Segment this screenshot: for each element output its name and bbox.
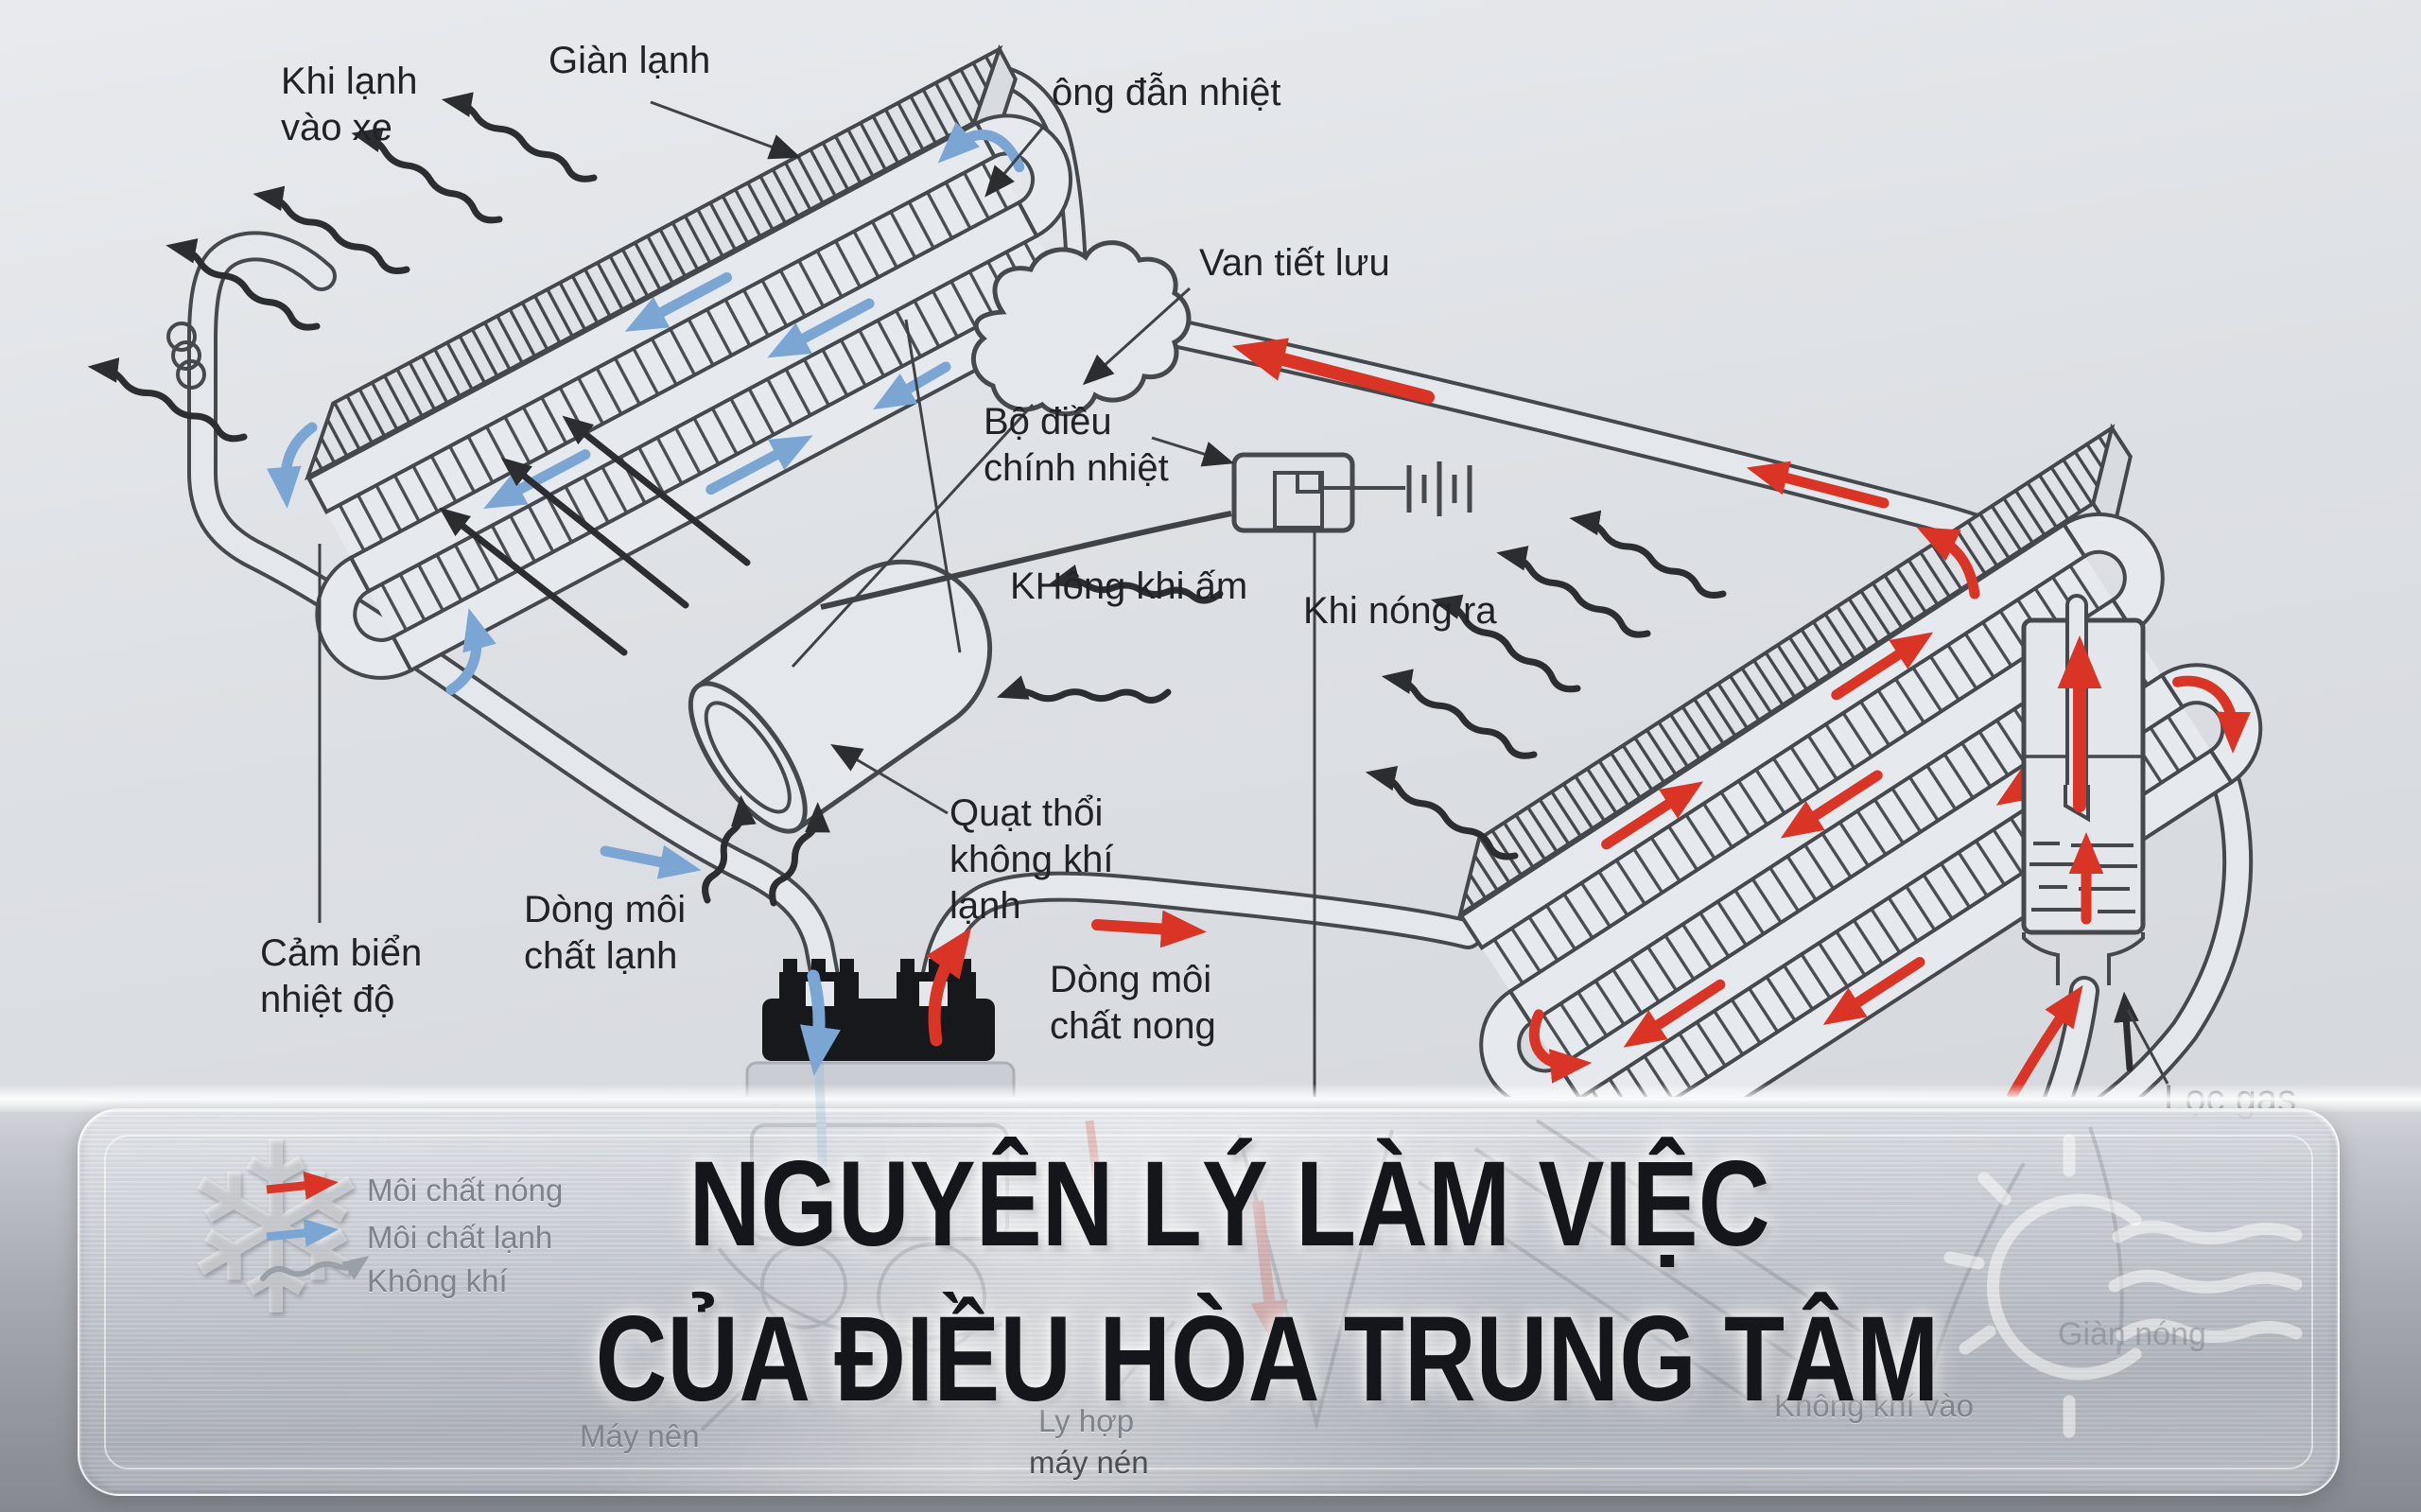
drier-pointer-arrow bbox=[2113, 991, 2139, 1072]
sensing-line-2 bbox=[904, 319, 962, 653]
legend-red-arrow bbox=[266, 1171, 339, 1200]
cold-refrigerant-arrows bbox=[445, 121, 1025, 695]
legend-cold-refrigerant: Môi chất lạnh bbox=[367, 1220, 553, 1255]
label-clutch-line1: Ly hợp bbox=[1038, 1403, 1135, 1438]
main-title-line1: NGUYÊN LÝ LÀM VIỆC bbox=[688, 1137, 1770, 1272]
cold-exit-arrow bbox=[267, 422, 318, 509]
through-coil-arrows bbox=[439, 415, 751, 656]
label-compressor: Máy nên bbox=[580, 1418, 700, 1453]
valve-out-blue-arrow bbox=[873, 361, 951, 410]
sun-wind-icon bbox=[1943, 1134, 2303, 1438]
sensing-line-1 bbox=[791, 403, 1035, 669]
capillary-wire bbox=[820, 511, 1232, 610]
specular-highlight bbox=[0, 1084, 2421, 1112]
legend-air: Không khí bbox=[367, 1263, 508, 1298]
receiver-drier bbox=[2021, 594, 2146, 985]
to-valve-arrow-2 bbox=[1746, 461, 1890, 509]
to-valve-arrow-1 bbox=[1231, 338, 1435, 404]
discharge-out-arrow bbox=[926, 927, 972, 1047]
suction-in-arrow bbox=[799, 969, 841, 1076]
label-evaporator: Giàn lạnh bbox=[549, 40, 711, 81]
battery-icon bbox=[1406, 461, 1472, 516]
snowflake-icon: ❄ bbox=[176, 1098, 376, 1364]
main-title-line2: CỦA ĐIỀU HÒA TRUNG TÂM bbox=[595, 1292, 1940, 1427]
corner-up-arrow bbox=[1916, 527, 1980, 600]
discharge-pipe bbox=[919, 871, 1483, 1000]
label-expansion-valve: Van tiết lưu bbox=[1199, 242, 1390, 284]
expansion-valve bbox=[971, 240, 1192, 417]
title-plate bbox=[78, 1108, 2340, 1496]
label-warm-air: KHông khi ấm bbox=[1010, 565, 1248, 607]
temperature-sensor-bulb bbox=[166, 322, 206, 390]
pipe-flow-arrows bbox=[600, 338, 1980, 948]
legend-hot-refrigerant: Môi chất nóng bbox=[367, 1173, 564, 1208]
legend-air-arrow bbox=[262, 1261, 360, 1278]
discharge-flow-arrow bbox=[1091, 910, 1207, 948]
thermostat bbox=[791, 319, 1472, 1097]
label-hot-air-out: Khi nóng ra bbox=[1303, 590, 1497, 632]
label-air-in: Không khí vào bbox=[1774, 1388, 1974, 1423]
watermark-condenser-text: Giàn nóng bbox=[2058, 1316, 2206, 1352]
suction-flow-arrow bbox=[600, 844, 702, 879]
suction-pipe bbox=[187, 231, 840, 991]
label-clutch-line2: máy nén bbox=[1029, 1445, 1149, 1480]
leader-lines bbox=[650, 100, 2169, 1085]
label-heat-pipe: ông đẫn nhiệt bbox=[1052, 72, 1281, 113]
legend-blue-arrow bbox=[266, 1218, 339, 1247]
